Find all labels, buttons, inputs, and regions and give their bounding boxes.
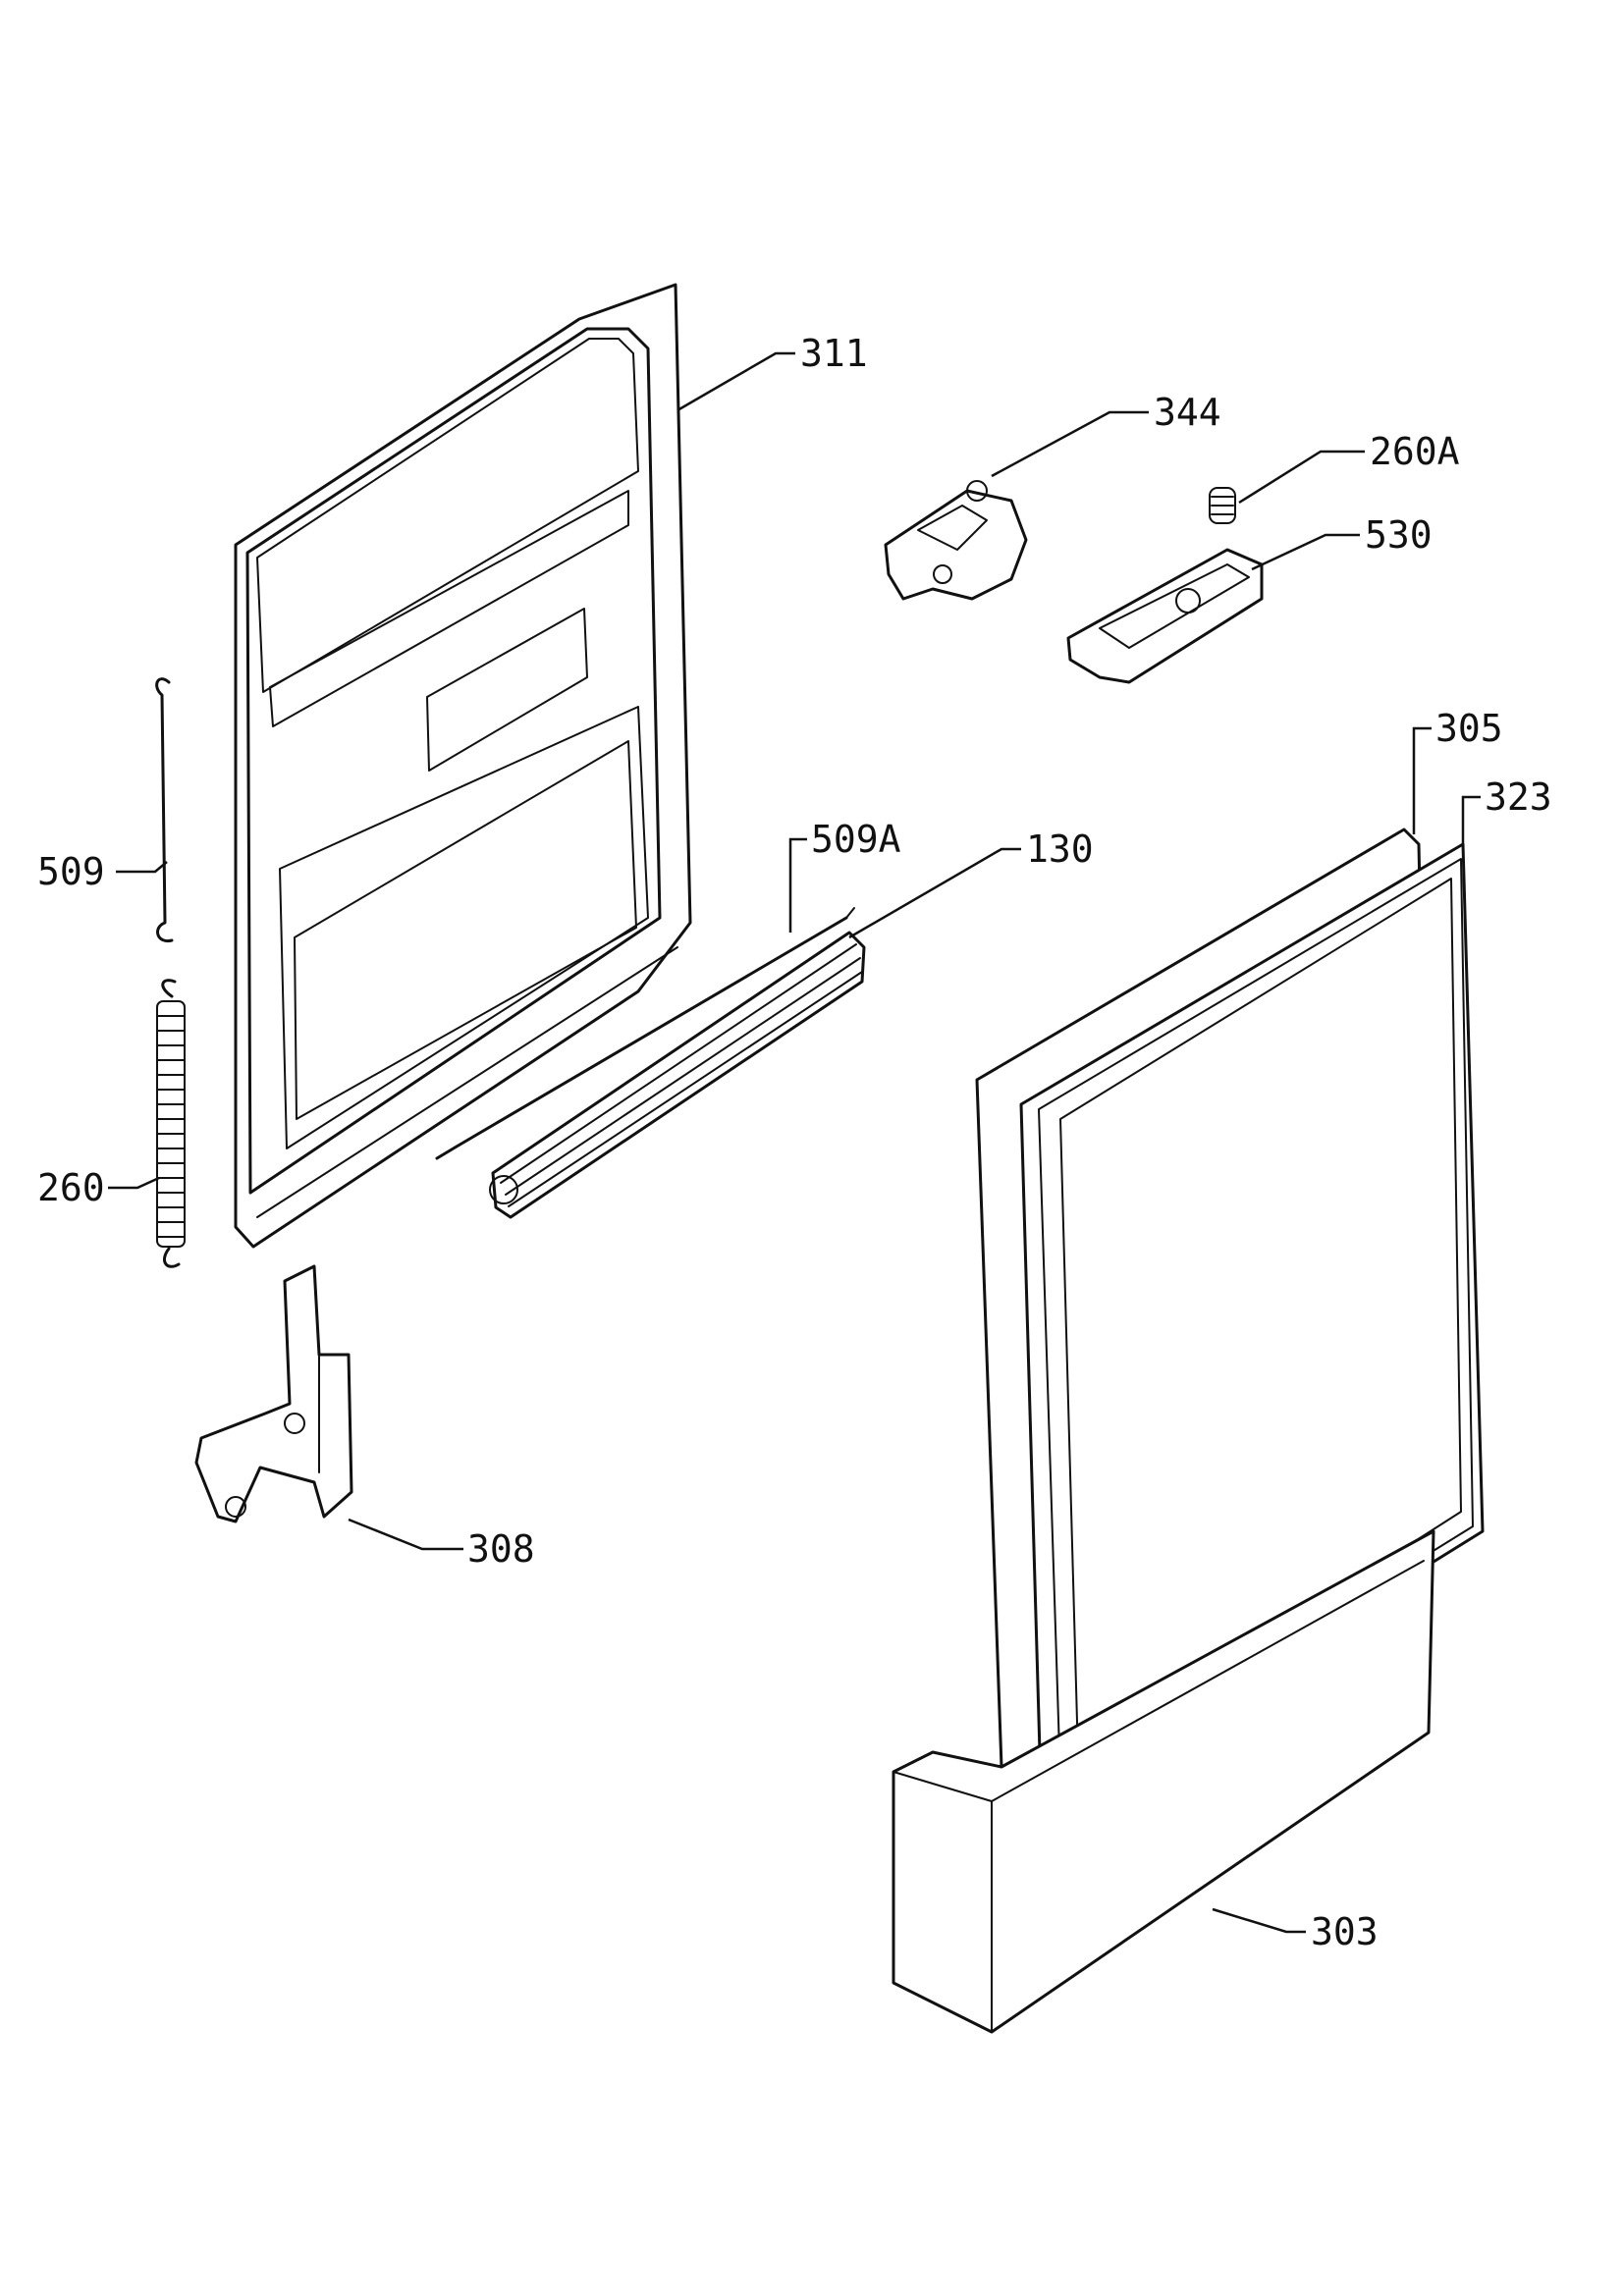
part-130-seal-strip <box>489 931 866 1219</box>
callout-260: 260 <box>37 1166 105 1209</box>
callout-260A: 260A <box>1370 430 1460 473</box>
callout-labels: 311 344 260A 530 305 323 509A 130 509 26… <box>37 332 1552 1953</box>
part-530-latch-block <box>1066 548 1264 684</box>
part-509-hook-rod <box>155 677 174 943</box>
part-308-hinge <box>194 1264 353 1523</box>
callout-509: 509 <box>37 850 105 893</box>
callout-130: 130 <box>1026 828 1094 871</box>
part-509A-rod <box>435 907 855 1160</box>
callout-305: 305 <box>1435 707 1503 750</box>
part-303-kick-panel <box>892 1529 1435 2034</box>
callout-530: 530 <box>1365 513 1433 557</box>
callout-311: 311 <box>800 332 868 375</box>
part-260-coil-spring <box>156 979 186 1268</box>
part-311-inner-door-panel <box>234 283 692 1249</box>
callout-308: 308 <box>467 1527 535 1571</box>
callout-323: 323 <box>1485 775 1552 819</box>
callout-303: 303 <box>1311 1910 1379 1953</box>
callout-509A: 509A <box>811 818 901 861</box>
part-260A-small-spring <box>1209 487 1236 524</box>
part-344-latch <box>884 480 1028 601</box>
callout-leaders <box>108 351 1481 1934</box>
callout-344: 344 <box>1154 391 1221 434</box>
